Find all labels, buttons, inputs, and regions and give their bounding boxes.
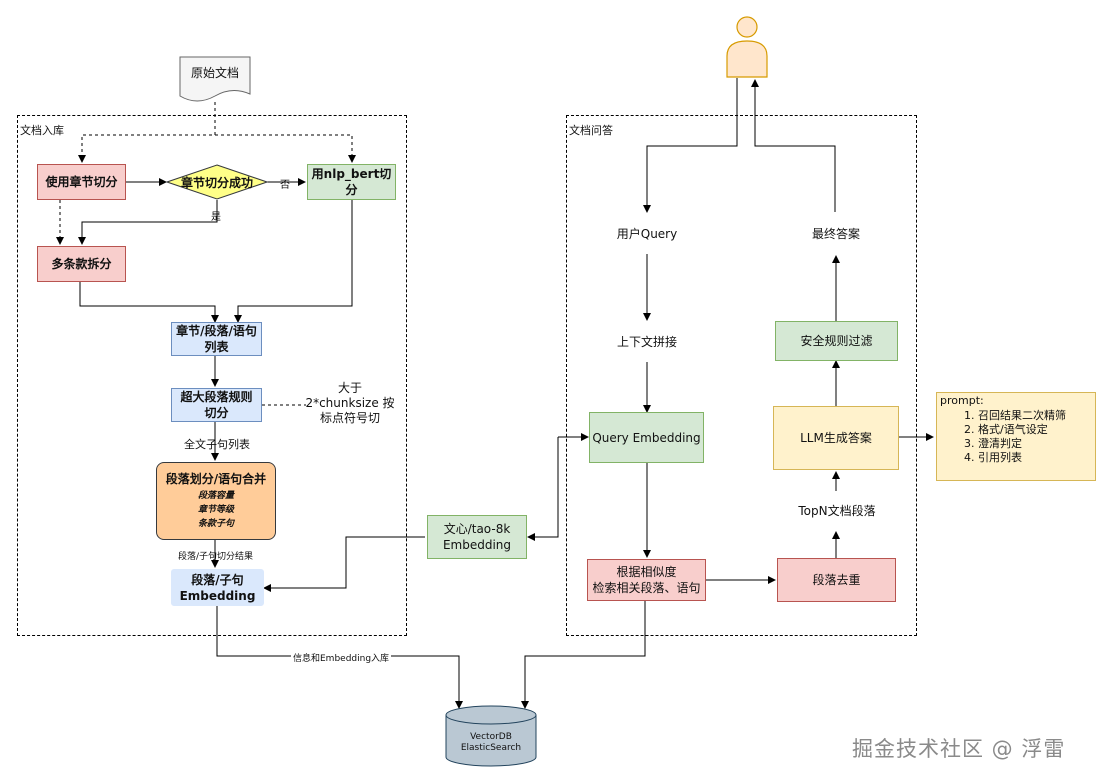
prompt-note: prompt: 1. 召回结果二次精筛 2. 格式/语气设定 3. 澄清判定 4…: [936, 392, 1096, 481]
prompt-item: 3. 澄清判定: [964, 437, 1022, 450]
oversize-note-line1: 大于: [337, 381, 362, 395]
user-icon: [726, 16, 768, 78]
sentence-list-step: 章节/段落/语句 列表: [171, 322, 262, 356]
document-shape: [179, 56, 251, 102]
oversize-line2: 切分: [204, 406, 229, 420]
embedding-model-node: 文心/tao-8k Embedding: [427, 515, 527, 559]
multi-split-step: 多条款拆分: [37, 246, 126, 282]
segment-emb-line2: Embedding: [179, 588, 256, 603]
final-to-user-arrow: [751, 79, 836, 212]
merge-result-label: 段落/子句切分结果: [178, 552, 254, 562]
ingest-region: [17, 115, 407, 636]
store-label: 信息和Embedding入库: [291, 651, 392, 664]
merge-sub2: 章节等级: [197, 505, 234, 515]
vector-db-line1: VectorDB: [470, 732, 512, 742]
full-sentence-label: 全文子句列表: [184, 438, 250, 451]
ingest-region-title: 文档入库: [20, 124, 64, 137]
segment-emb-line1: 段落/子句: [191, 572, 244, 587]
query-emb-to-model-arrow: [527, 437, 559, 541]
prompt-item: 4. 引用列表: [964, 451, 1022, 464]
user-query-node: 用户Query: [585, 212, 709, 254]
context-concat-node: 上下文拼接: [585, 320, 709, 362]
qa-region-title: 文档问答: [569, 124, 613, 137]
user-query-label: 用户Query: [616, 226, 678, 241]
user-to-query-arrow: [643, 78, 738, 213]
chapter-split-step: 使用章节切分: [37, 164, 126, 200]
oversize-split-step: 超大段落规则 切分: [171, 388, 262, 422]
embedding-model-line1: 文心/tao-8k: [443, 522, 511, 536]
embedding-model-line2: Embedding: [442, 538, 512, 552]
oversize-line1: 超大段落规则: [180, 390, 253, 404]
decision-no-label: 否: [280, 180, 290, 191]
document-label: 原始文档: [190, 66, 239, 80]
segment-embedding-step: 段落/子句 Embedding: [171, 569, 264, 606]
prompt-item: 2. 格式/语气设定: [964, 423, 1048, 436]
final-answer-label: 最终答案: [811, 226, 860, 241]
decision-label: 章节切分成功: [180, 176, 253, 190]
prompt-list: 1. 召回结果二次精筛 2. 格式/语气设定 3. 澄清判定 4. 引用列表: [937, 409, 1095, 465]
decision-yes-label: 是: [211, 212, 221, 223]
context-concat-label: 上下文拼接: [616, 334, 677, 349]
vector-db-cylinder: [445, 705, 537, 767]
topn-label: TopN文档段落: [798, 504, 876, 518]
retrieve-to-db-arrow: [521, 601, 646, 709]
sentence-list-line1: 章节/段落/语句: [176, 324, 257, 338]
oversize-note-line3: 标点符号切: [319, 411, 380, 425]
merge-title: 段落划分/语句合并: [165, 472, 267, 486]
oversize-note: 大于 2*chunksize 按 标点符号切: [300, 381, 400, 426]
query-embedding-node: Query Embedding: [589, 412, 704, 463]
decision-diamond: [166, 164, 268, 200]
decision-yes-arrow: [78, 200, 218, 245]
prompt-title: prompt:: [940, 394, 984, 407]
watermark: 掘金技术社区 @ 浮雷: [852, 737, 1066, 761]
sentence-list-line2: 列表: [204, 340, 229, 354]
llm-node: LLM生成答案: [773, 406, 899, 470]
model-to-emb-arrow: [263, 536, 425, 592]
merge-step: 段落划分/语句合并 段落容量 章节等级 条款子句: [156, 462, 276, 540]
nlp-split-step: 用nlp_bert切分: [307, 164, 396, 200]
topn-node: TopN文档段落: [782, 491, 892, 530]
retrieve-node: 根据相似度 检索相关段落、语句: [587, 559, 706, 601]
dedup-node: 段落去重: [777, 558, 896, 602]
vector-db-line2: ElasticSearch: [460, 743, 522, 753]
qa-region: [566, 115, 917, 636]
merge-sub1: 段落容量: [197, 491, 234, 501]
multi-to-list-arrow: [79, 281, 219, 323]
oversize-note-line2: 2*chunksize 按: [305, 396, 395, 410]
prompt-item: 1. 召回结果二次精筛: [964, 409, 1066, 422]
safety-node: 安全规则过滤: [775, 321, 898, 361]
vector-db-label: VectorDB ElasticSearch: [445, 732, 537, 754]
retrieve-line2: 检索相关段落、语句: [592, 581, 701, 595]
merge-sub3: 条款子句: [197, 519, 234, 529]
nlp-to-list-arrow: [234, 200, 353, 323]
final-answer-node: 最终答案: [773, 212, 899, 254]
retrieve-line1: 根据相似度: [616, 565, 677, 579]
